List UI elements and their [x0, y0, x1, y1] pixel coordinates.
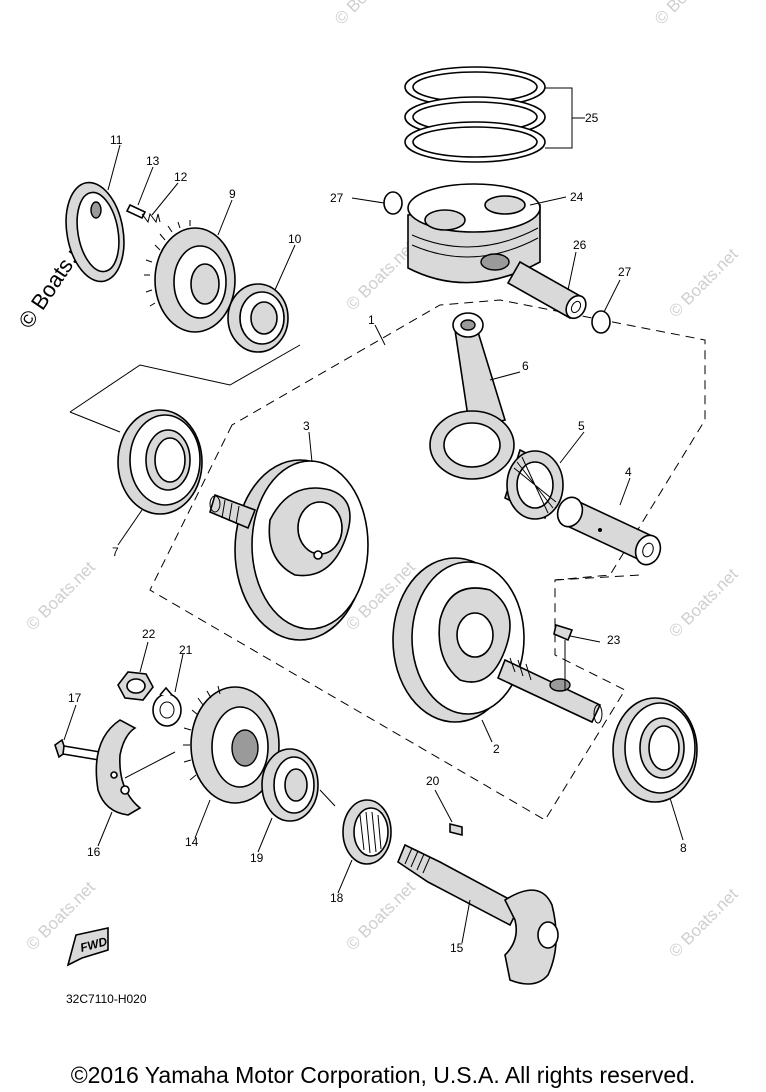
bracket-lines [124, 751, 176, 779]
needle-bearing [504, 448, 564, 520]
part-label-14: 14 [185, 835, 199, 849]
washer-21 [152, 686, 182, 727]
part-label-17: 17 [68, 691, 82, 705]
part-label-27-right: 27 [618, 265, 632, 279]
part-label-23: 23 [607, 633, 621, 647]
watermark: © Boats.net [665, 244, 742, 321]
plate-11 [65, 181, 125, 283]
bearing-19 [261, 748, 319, 822]
pin-13 [125, 203, 147, 220]
fwd-label: FWD [79, 934, 109, 955]
part-label-6: 6 [522, 359, 529, 373]
main-bearing-left [117, 409, 203, 515]
woodruff-key [553, 623, 574, 642]
bolt-17 [54, 738, 101, 761]
part-label-11: 11 [110, 133, 123, 147]
bracket-lines [319, 789, 336, 807]
connecting-rod [429, 312, 515, 480]
part-label-8: 8 [680, 841, 687, 855]
part-label-21: 21 [179, 643, 193, 657]
piston [407, 183, 541, 284]
circlip [383, 191, 403, 215]
part-label-1: 1 [368, 313, 375, 327]
key-20 [449, 822, 463, 837]
nut-22 [117, 671, 154, 701]
watermark: © Boats.net [22, 557, 99, 634]
part-label-3: 3 [303, 419, 310, 433]
part-label-9: 9 [229, 187, 236, 201]
part-label-16: 16 [87, 845, 101, 859]
watermark: © Boats.net [665, 564, 742, 641]
part-label-13: 13 [146, 154, 160, 168]
fwd-arrow: FWD [66, 927, 109, 967]
watermark: © Boats.net [342, 877, 419, 954]
weight-16 [95, 719, 142, 816]
left-crank-web [209, 459, 369, 641]
part-label-25: 25 [585, 111, 599, 125]
diagram-code: 32C7110-H020 [66, 992, 147, 1006]
balancer-shaft-15 [397, 843, 559, 985]
piston-rings [404, 66, 546, 163]
part-label-27-top: 27 [330, 191, 344, 205]
part-label-26: 26 [573, 238, 587, 252]
bearing-18 [342, 799, 392, 865]
part-label-12: 12 [174, 170, 188, 184]
main-bearing-right [612, 697, 698, 803]
bearing-10 [227, 283, 289, 353]
part-label-20: 20 [426, 774, 440, 788]
part-label-4: 4 [625, 465, 632, 479]
part-number-labels: 25 27 24 26 27 1 6 5 4 3 7 23 2 8 11 13 … [68, 111, 687, 955]
watermark: © Boats.net [651, 0, 728, 29]
gear-9 [144, 220, 236, 333]
part-label-15: 15 [450, 941, 464, 955]
leader-lines [63, 87, 684, 944]
part-label-18: 18 [330, 891, 344, 905]
circlip [591, 310, 611, 334]
part-label-7: 7 [112, 545, 119, 559]
spring-12 [141, 212, 161, 224]
part-label-10: 10 [288, 232, 302, 246]
bracket-lines [69, 344, 301, 433]
watermark: © Boats.net [665, 884, 742, 961]
copyright-notice: ©2016 Yamaha Motor Corporation, U.S.A. A… [70, 1062, 696, 1088]
part-label-19: 19 [250, 851, 264, 865]
part-label-5: 5 [578, 419, 585, 433]
part-label-2: 2 [493, 742, 500, 756]
piston-pin [506, 260, 587, 320]
gear-14 [183, 685, 280, 804]
right-crank-web [392, 557, 603, 724]
watermark: © Boats.net [331, 0, 408, 29]
part-label-22: 22 [142, 627, 156, 641]
part-label-24: 24 [570, 190, 584, 204]
crank-pin [556, 496, 662, 566]
